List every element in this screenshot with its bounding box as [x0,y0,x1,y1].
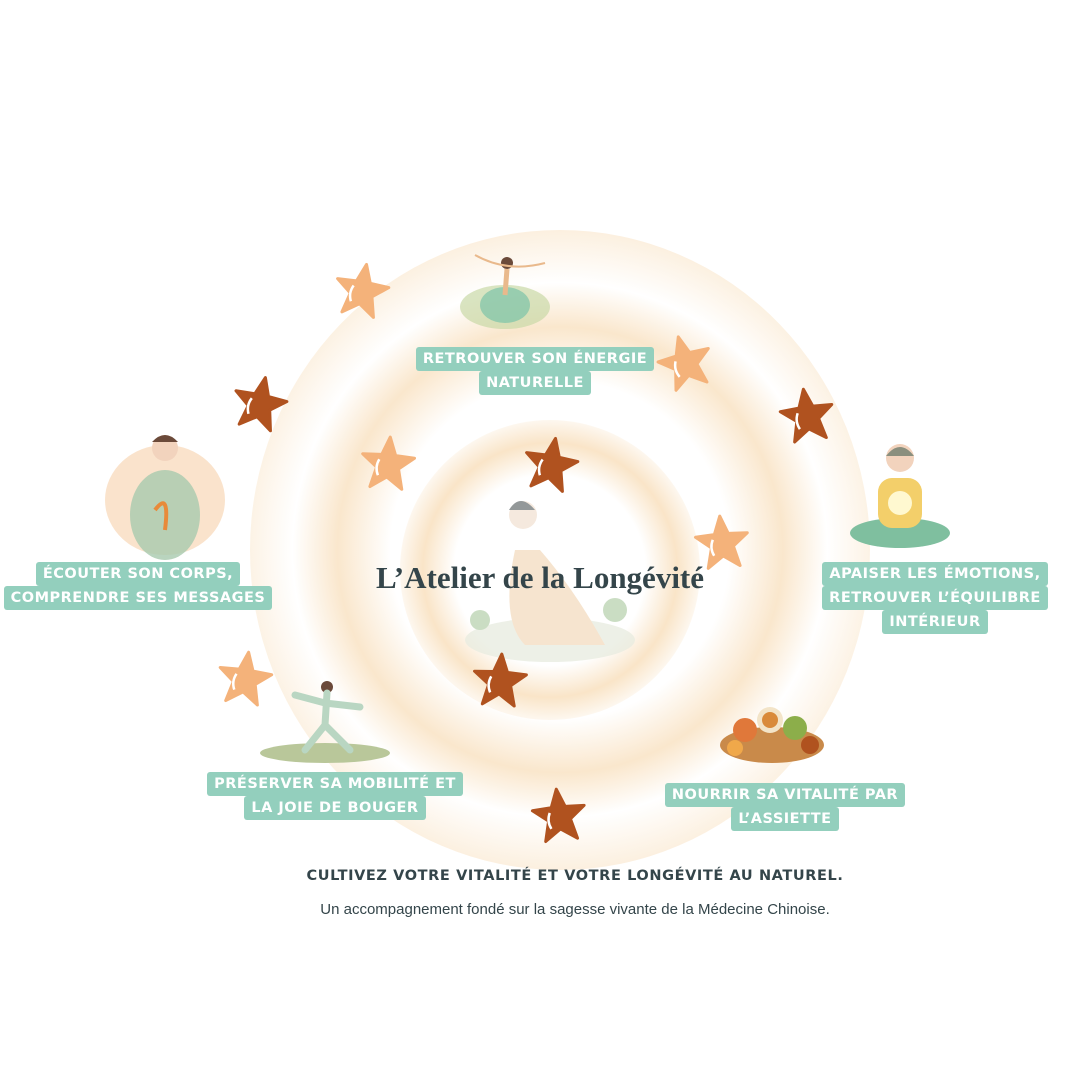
star-icon-light [358,433,418,492]
woman-heart-illustration [95,410,235,560]
star-icon-dark [776,384,838,445]
star-icon-dark [519,432,583,495]
label-line: ÉCOUTER SON CORPS, [35,562,241,586]
star-icon-dark [470,650,530,709]
meditating-woman-illustration [845,428,955,553]
label-line: NOURRIR SA VITALITÉ PAR [664,783,906,807]
star-icon-dark [227,370,293,435]
label-assiette: NOURRIR SA VITALITÉ PAR L’ASSIETTE [645,783,925,831]
food-illustration [715,690,830,770]
star-icon-light [330,258,394,321]
tai-chi-illustration [255,665,395,765]
dancer-illustration [455,245,555,340]
label-line: RETROUVER SON ÉNERGIE [415,347,655,371]
label-line: LA JOIE DE BOUGER [244,796,426,820]
label-energie: RETROUVER SON ÉNERGIE NATURELLE [380,347,690,395]
label-line: NATURELLE [479,371,591,395]
tagline: CULTIVEZ VOTRE VITALITÉ ET VOTRE LONGÉVI… [306,868,844,884]
label-mobilite: PRÉSERVER SA MOBILITÉ ET LA JOIE DE BOUG… [195,772,475,820]
label-emotions: APAISER LES ÉMOTIONS, RETROUVER L’ÉQUILI… [805,562,1065,634]
star-icon-dark [528,784,589,845]
label-corps: ÉCOUTER SON CORPS, COMPRENDRE SES MESSAG… [0,562,278,610]
label-line: COMPRENDRE SES MESSAGES [3,586,273,610]
subtitle: Un accompagnement fondé sur la sagesse v… [320,901,830,918]
label-line: L’ASSIETTE [731,807,839,831]
label-line: RETROUVER L’ÉQUILIBRE [822,586,1048,610]
label-line: PRÉSERVER SA MOBILITÉ ET [207,772,463,796]
star-icon-light [214,647,276,708]
seated-woman-illustration [455,480,640,665]
label-line: INTÉRIEUR [882,610,988,634]
label-line: APAISER LES ÉMOTIONS, [822,562,1048,586]
page-title: L’Atelier de la Longévité [375,560,705,595]
